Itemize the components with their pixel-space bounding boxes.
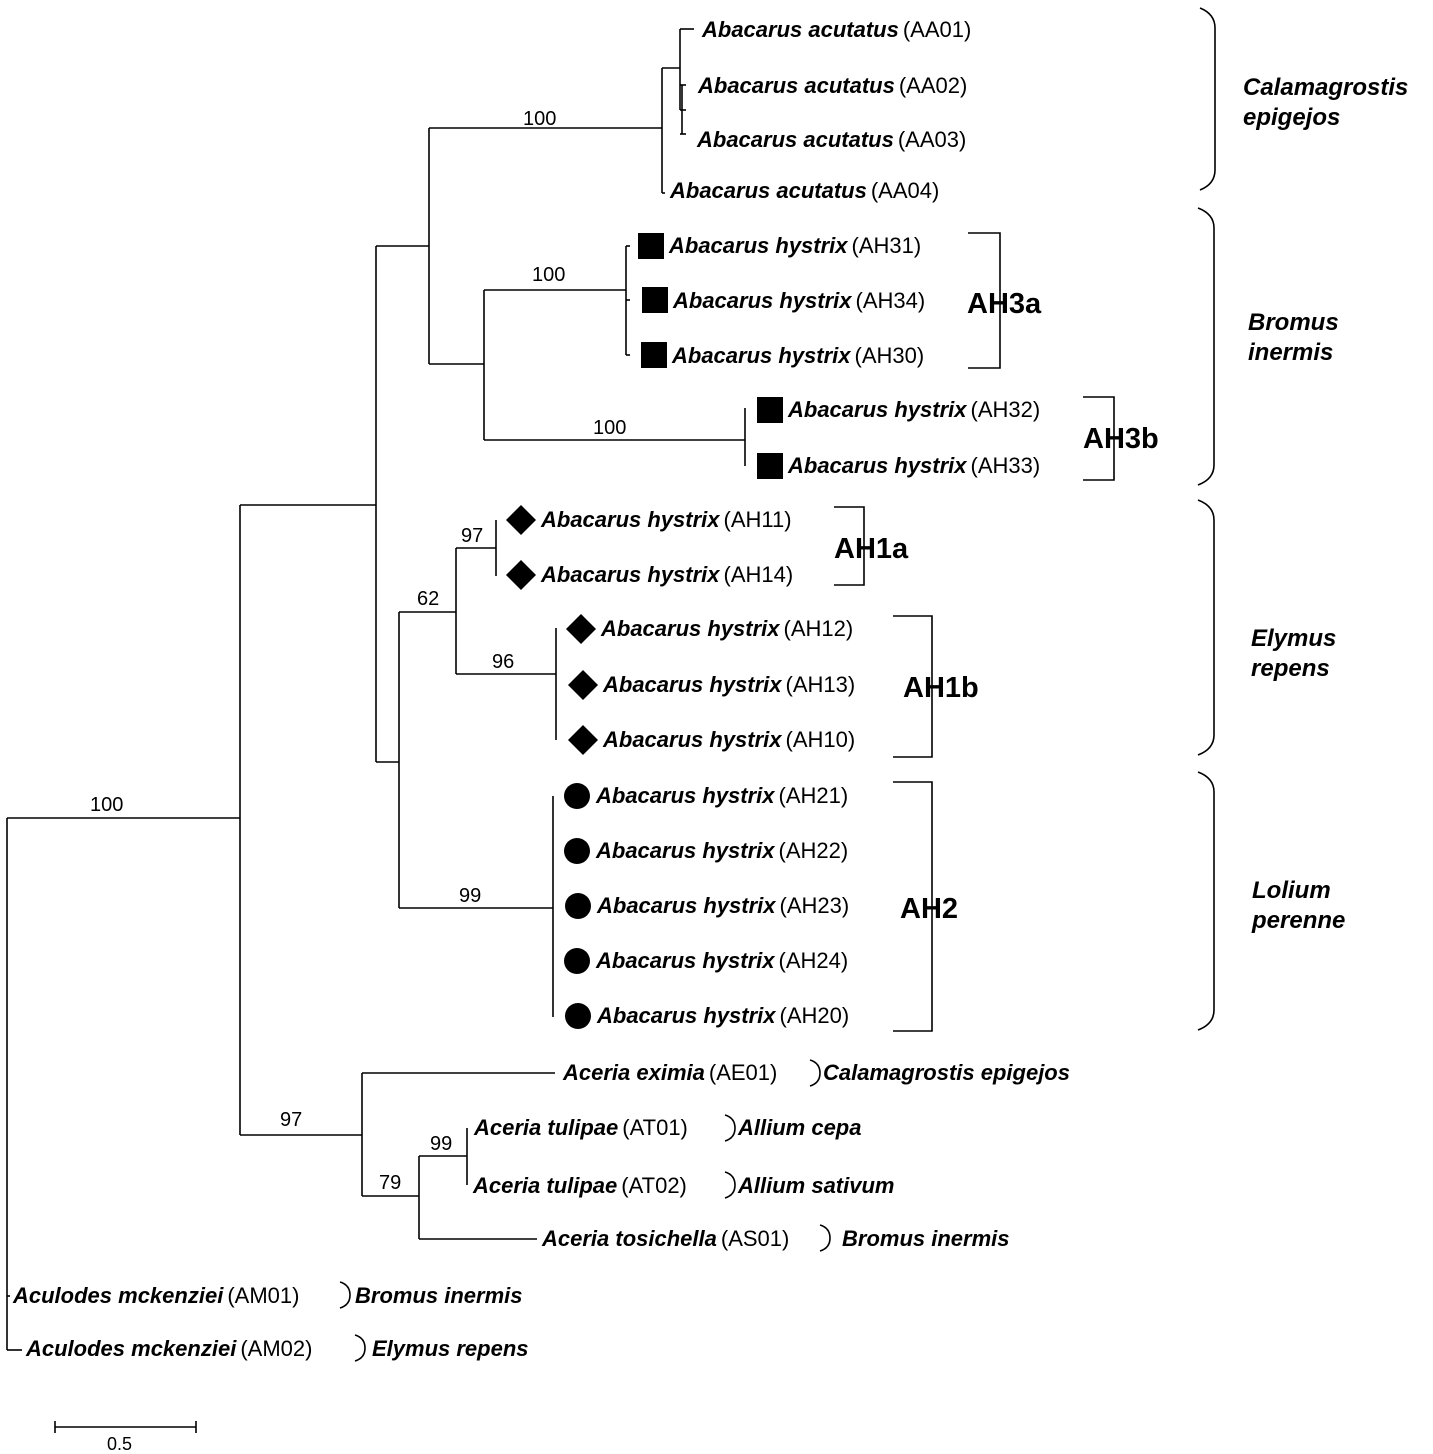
lineage-markers bbox=[506, 233, 783, 1029]
scale-bar-label: 0.5 bbox=[107, 1434, 132, 1454]
square-marker bbox=[641, 342, 667, 368]
taxon-label-ah10: Abacarus hystrix (AH10) bbox=[602, 727, 855, 752]
taxon-labels: Abacarus acutatus (AA01) Abacarus acutat… bbox=[12, 17, 1070, 1361]
host-label-ae01: Calamagrostis epigejos bbox=[823, 1060, 1070, 1085]
diamond-marker bbox=[506, 505, 536, 535]
taxon-label-aa02: Abacarus acutatus (AA02) bbox=[697, 73, 967, 98]
lineage-label-ah3b: AH3b bbox=[1083, 423, 1159, 455]
taxon-label-aa01: Abacarus acutatus (AA01) bbox=[701, 17, 971, 42]
taxon-label-ae01: Aceria eximia (AE01) bbox=[562, 1060, 777, 1085]
square-marker bbox=[757, 397, 783, 423]
square-marker bbox=[757, 453, 783, 479]
tree-branches bbox=[6, 28, 746, 1351]
lineage-label-ah2: AH2 bbox=[900, 893, 958, 925]
bootstrap-ah1b: 96 bbox=[492, 651, 514, 673]
host-plant-calamagrostis-line2: epigejos bbox=[1243, 104, 1340, 131]
scale-bar: 0.5 bbox=[54, 1421, 197, 1454]
host-plant-calamagrostis-line1: Calamagrostis bbox=[1243, 74, 1408, 101]
diamond-marker bbox=[568, 670, 598, 700]
circle-marker bbox=[564, 838, 590, 864]
circle-marker bbox=[565, 1003, 591, 1029]
bootstrap-aa-clade: 100 bbox=[523, 108, 556, 130]
taxon-label-ah33: Abacarus hystrix (AH33) bbox=[787, 453, 1040, 478]
square-marker bbox=[642, 287, 668, 313]
taxon-label-ah14: Abacarus hystrix (AH14) bbox=[540, 562, 793, 587]
bootstrap-aceria: 97 bbox=[280, 1109, 302, 1131]
diamond-marker bbox=[566, 614, 596, 644]
lineage-brackets: AH3a AH3b AH1a AH1b AH2 bbox=[834, 232, 1159, 1032]
diamond-marker bbox=[506, 560, 536, 590]
host-label-am02: Elymus repens bbox=[372, 1336, 529, 1361]
taxon-label-ah23: Abacarus hystrix (AH23) bbox=[596, 893, 849, 918]
diamond-marker bbox=[568, 725, 598, 755]
host-label-at02: Allium sativum bbox=[737, 1173, 894, 1198]
bootstrap-values: 100 100 100 100 97 62 96 99 97 79 99 bbox=[90, 108, 626, 1194]
taxon-label-ah31: Abacarus hystrix (AH31) bbox=[668, 233, 921, 258]
taxon-label-as01: Aceria tosichella (AS01) bbox=[541, 1226, 789, 1251]
taxon-label-ah22: Abacarus hystrix (AH22) bbox=[595, 838, 848, 863]
bootstrap-ah1a: 97 bbox=[461, 525, 483, 547]
lineage-label-ah1b: AH1b bbox=[903, 672, 979, 704]
bootstrap-tulipae-tosichella: 79 bbox=[379, 1172, 401, 1194]
taxon-label-ah30: Abacarus hystrix (AH30) bbox=[671, 343, 924, 368]
taxon-label-ah20: Abacarus hystrix (AH20) bbox=[596, 1003, 849, 1028]
bootstrap-ah3b: 100 bbox=[593, 417, 626, 439]
lineage-label-ah1a: AH1a bbox=[834, 533, 909, 565]
circle-marker bbox=[565, 893, 591, 919]
taxon-label-ah34: Abacarus hystrix (AH34) bbox=[672, 288, 925, 313]
lineage-label-ah3a: AH3a bbox=[967, 288, 1042, 320]
host-brackets bbox=[339, 1059, 831, 1362]
taxon-label-ah12: Abacarus hystrix (AH12) bbox=[600, 616, 853, 641]
taxon-label-ah21: Abacarus hystrix (AH21) bbox=[595, 783, 848, 808]
bootstrap-tulipae: 99 bbox=[430, 1133, 452, 1155]
taxon-label-ah24: Abacarus hystrix (AH24) bbox=[595, 948, 848, 973]
host-plant-lolium-line2: perenne bbox=[1251, 907, 1345, 934]
taxon-label-am01: Aculodes mckenziei (AM01) bbox=[12, 1283, 299, 1308]
circle-marker bbox=[564, 948, 590, 974]
taxon-label-ah13: Abacarus hystrix (AH13) bbox=[602, 672, 855, 697]
taxon-label-aa03: Abacarus acutatus (AA03) bbox=[696, 127, 966, 152]
bootstrap-root: 100 bbox=[90, 794, 123, 816]
bootstrap-ah1: 62 bbox=[417, 588, 439, 610]
host-plant-elymus-line2: repens bbox=[1251, 655, 1330, 682]
host-label-at01: Allium cepa bbox=[737, 1115, 861, 1140]
taxon-label-ah11: Abacarus hystrix (AH11) bbox=[540, 507, 792, 532]
bootstrap-ah3a: 100 bbox=[532, 264, 565, 286]
host-label-am01: Bromus inermis bbox=[355, 1283, 523, 1308]
square-marker bbox=[638, 233, 664, 259]
circle-marker bbox=[564, 783, 590, 809]
host-plant-bromus-line2: inermis bbox=[1248, 339, 1333, 366]
host-plant-elymus-line1: Elymus bbox=[1251, 625, 1336, 652]
bootstrap-ah2: 99 bbox=[459, 885, 481, 907]
taxon-label-at02: Aceria tulipae (AT02) bbox=[472, 1173, 687, 1198]
taxon-label-am02: Aculodes mckenziei (AM02) bbox=[25, 1336, 312, 1361]
taxon-label-at01: Aceria tulipae (AT01) bbox=[473, 1115, 688, 1140]
host-plant-bromus-line1: Bromus bbox=[1248, 309, 1339, 336]
host-plant-braces: Calamagrostis epigejos Bromus inermis El… bbox=[1197, 7, 1408, 1031]
taxon-label-ah32: Abacarus hystrix (AH32) bbox=[787, 397, 1040, 422]
taxon-label-aa04: Abacarus acutatus (AA04) bbox=[669, 178, 939, 203]
host-plant-lolium-line1: Lolium bbox=[1252, 877, 1331, 904]
host-label-as01: Bromus inermis bbox=[842, 1226, 1010, 1251]
